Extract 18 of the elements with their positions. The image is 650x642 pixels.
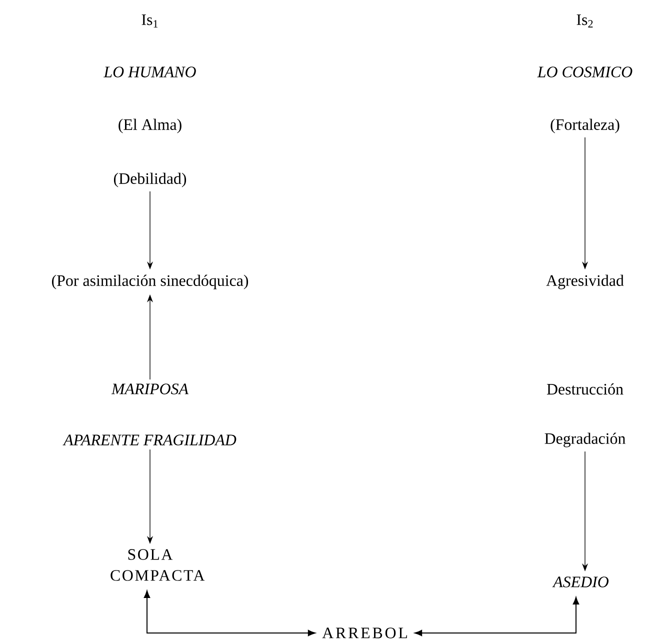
term-text: Destrucción — [546, 383, 624, 395]
term-text: (Debilidad) — [114, 172, 186, 188]
term-text: APARENTE FRAGILIDAD — [62, 434, 236, 446]
heading: LO COSMICO — [537, 66, 632, 78]
term-text: Agresividad — [546, 274, 624, 290]
column-heading: Is$_{2}$ — [576, 14, 593, 28]
term-text: ASEDIO — [552, 576, 609, 588]
term-text: (El Alma) — [118, 118, 182, 134]
term-text: Degradación — [544, 432, 626, 448]
term-text: SOLA COMPACTA — [110, 549, 205, 581]
arrow — [414, 597, 580, 636]
arrow — [144, 590, 316, 636]
term-text: ARREBOL — [322, 628, 407, 638]
term-text: (Por asimilación sinecdóquica) — [52, 274, 248, 290]
term-text: MARIPOSA — [111, 384, 189, 394]
term-text: (Fortaleza) — [550, 118, 620, 134]
heading: LO HUMANO — [104, 66, 196, 78]
column-heading: Is$_{1}$ — [142, 14, 158, 28]
